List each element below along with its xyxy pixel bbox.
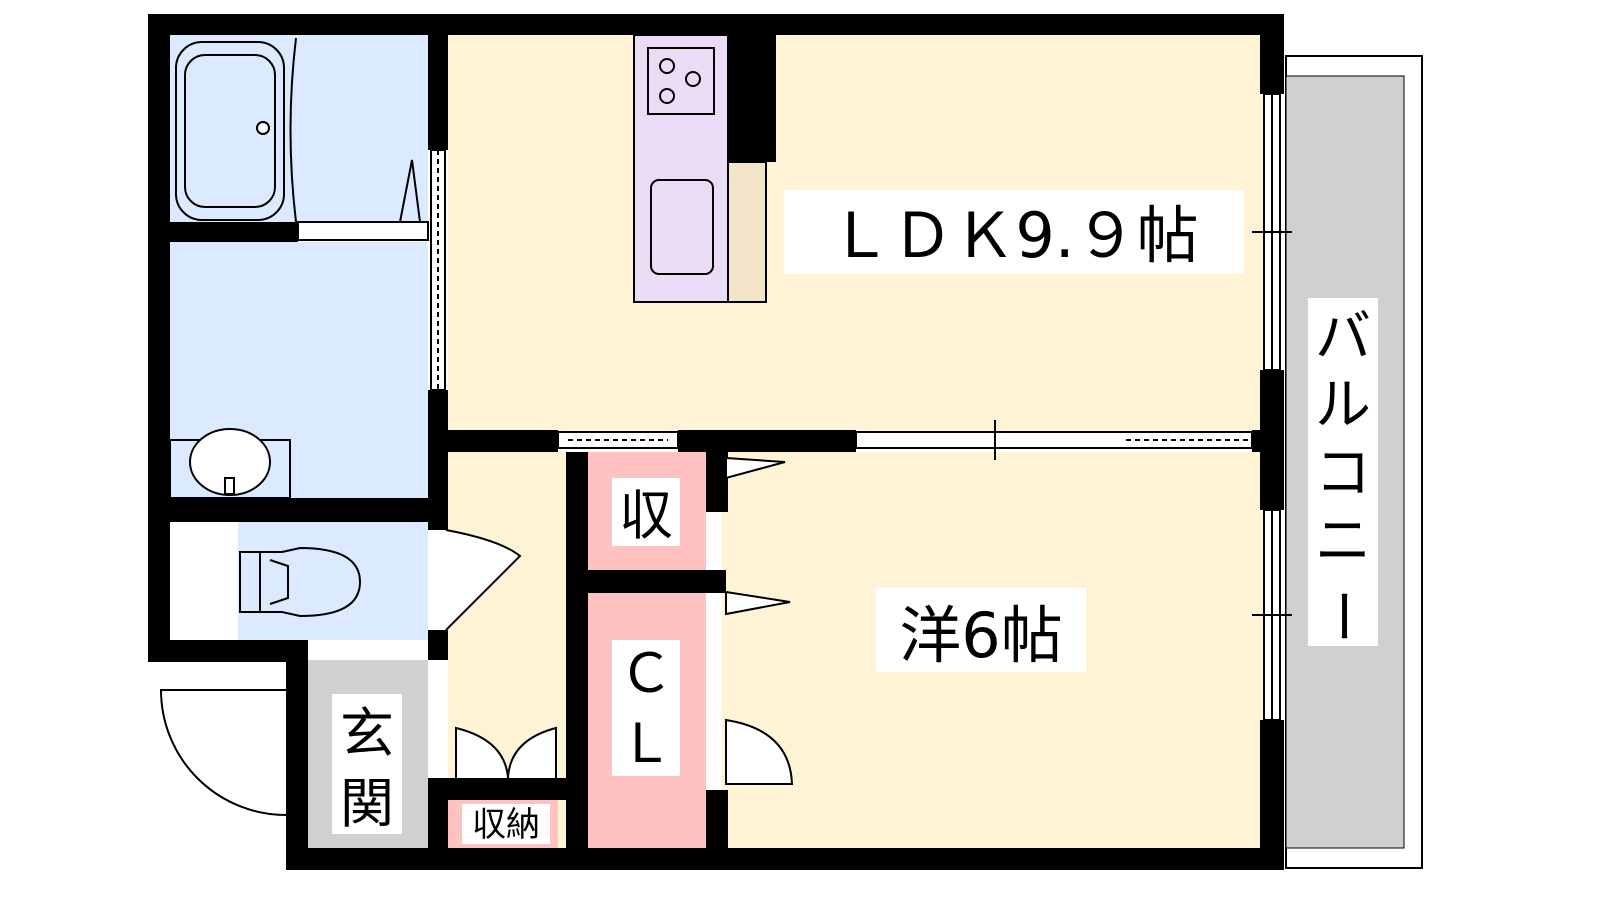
walls — [148, 14, 1284, 870]
faucet-icon — [224, 477, 235, 495]
bathtub-inner — [184, 54, 276, 208]
bathroom-wall-strip — [297, 221, 429, 241]
balcony-label-4: ニ — [1315, 509, 1371, 574]
entrance-label-bg — [332, 694, 402, 834]
sliding-door-ldk-western — [855, 420, 1253, 460]
storage-small-label-bg — [462, 804, 550, 844]
closet-label-c: Ｃ — [619, 642, 673, 705]
ldk-label: ＬＤＫ9.９帖 — [829, 199, 1198, 272]
sliding-door-hallway — [557, 431, 679, 449]
stove-top — [647, 47, 715, 115]
sliding-door-ldk-washroom — [430, 149, 446, 391]
closet-door-swing — [725, 590, 791, 616]
storage-label: 収 — [619, 484, 673, 547]
closet-label-bg — [612, 640, 680, 776]
toilet-seat — [269, 559, 289, 605]
refrigerator-space — [728, 35, 776, 162]
entrance-label-2: 関 — [340, 772, 394, 835]
western-label-bg — [876, 588, 1086, 672]
storage-door-swing — [725, 456, 786, 480]
toilet-tank — [239, 551, 261, 613]
kitchen-side-counter — [727, 161, 767, 303]
storage-label-bg — [612, 478, 680, 546]
kitchen-sink — [650, 179, 714, 275]
balcony-label-bg — [1308, 298, 1378, 646]
balcony-label-1: バ — [1315, 305, 1371, 370]
bathroom-door-swing — [399, 159, 421, 223]
entrance-door-swing — [159, 689, 287, 816]
toilet-bowl — [259, 546, 362, 618]
stove-burner-icon — [659, 58, 701, 104]
ldk-label-bg — [784, 190, 1244, 274]
balcony-label-3: コ — [1315, 441, 1371, 506]
closet-label-l: Ｌ — [619, 712, 673, 775]
bathtub-drain-icon — [256, 121, 270, 135]
toilet-door-swing — [445, 529, 522, 631]
western-room-label: 洋6帖 — [899, 599, 1062, 672]
balcony-label-2: ル — [1315, 373, 1371, 438]
bathtub-ledge — [289, 37, 297, 223]
storage-small-doors — [455, 726, 557, 779]
western-door-swing — [725, 718, 794, 785]
storage-small-label: 収納 — [472, 805, 540, 845]
entrance-label-1: 玄 — [340, 702, 394, 765]
balcony-label-5: ー — [1309, 588, 1374, 644]
